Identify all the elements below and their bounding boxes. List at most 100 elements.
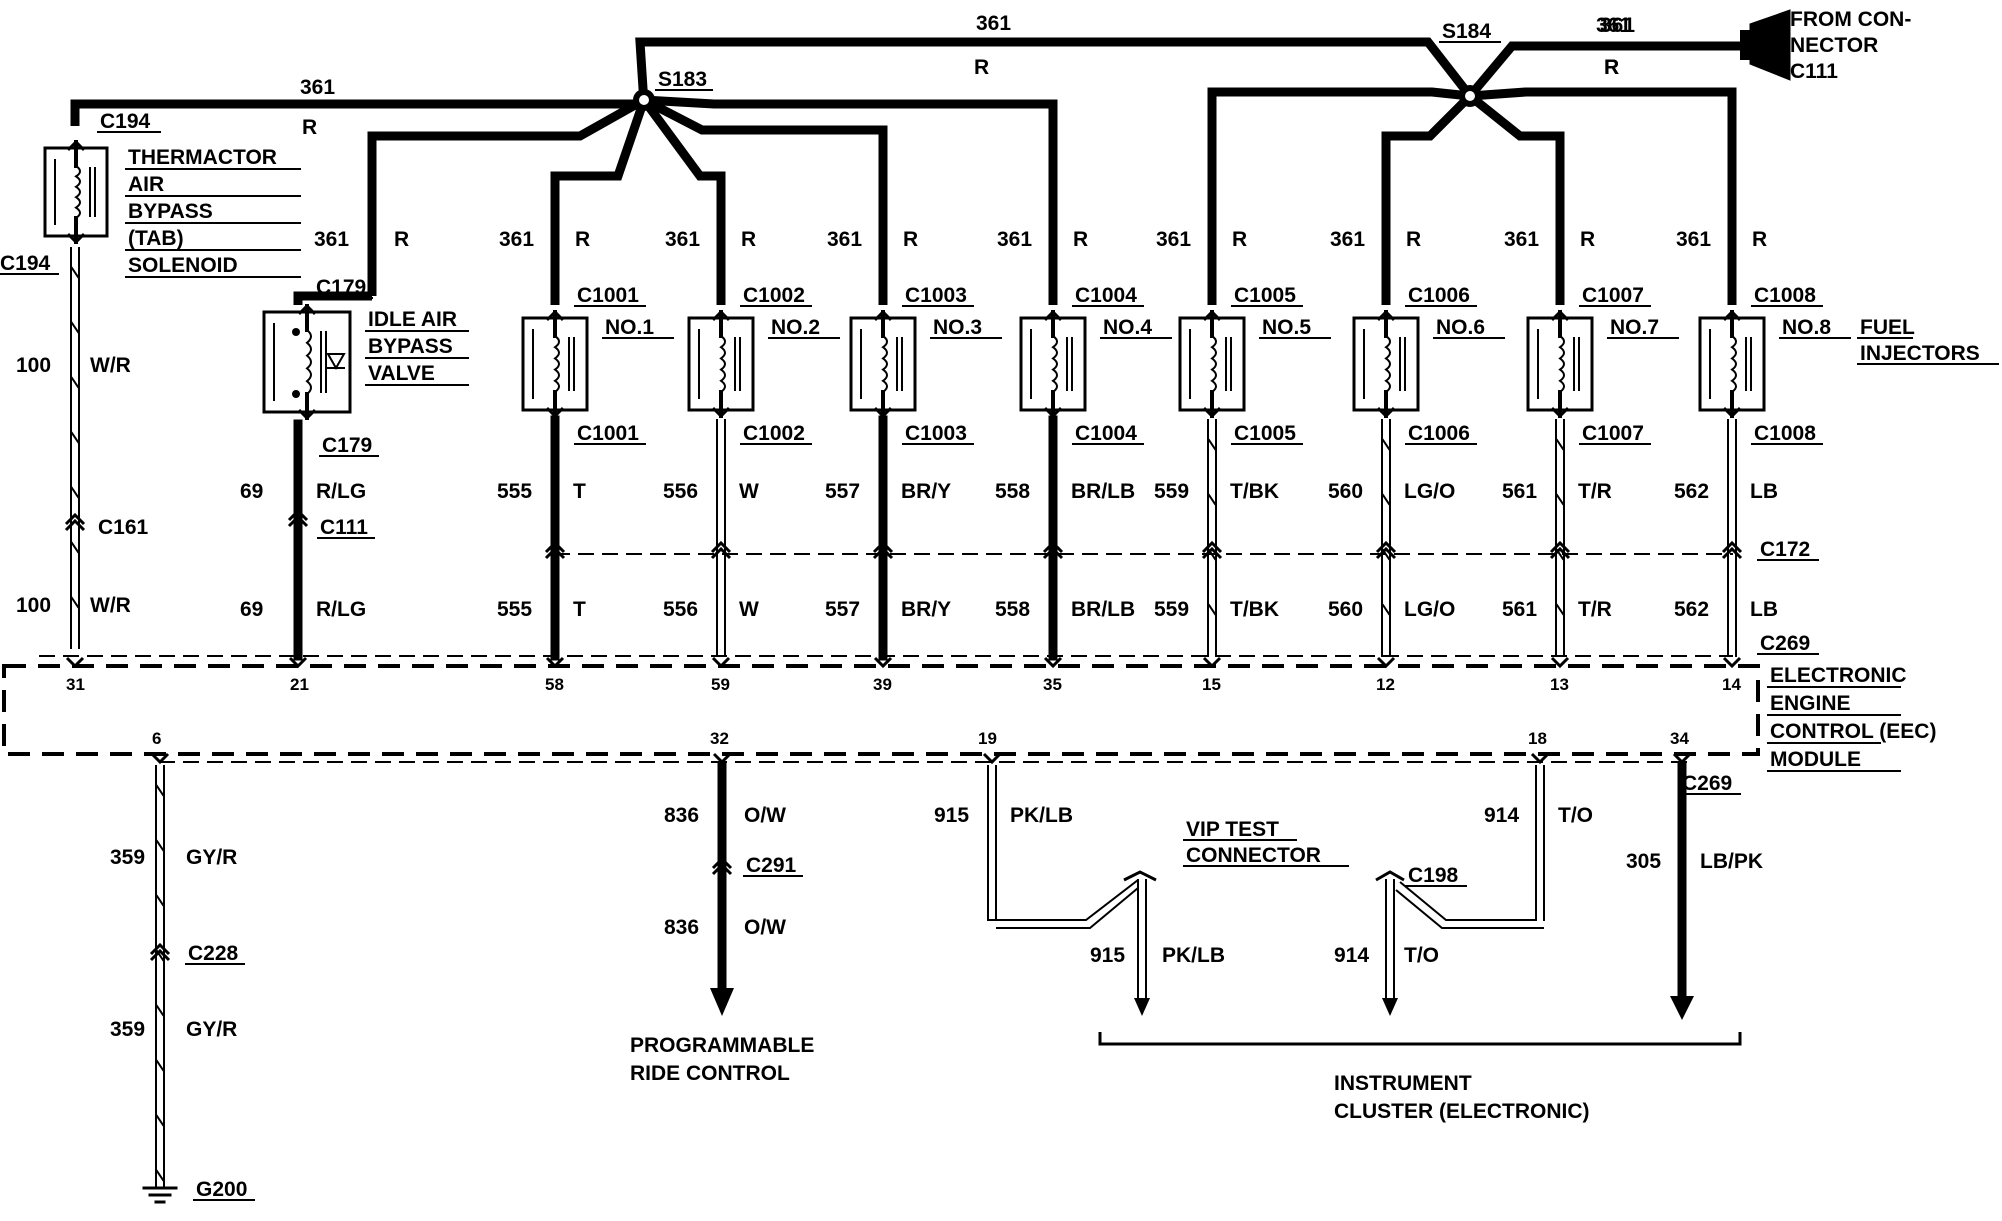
injector-5-box-arrow: [1202, 309, 1222, 322]
injector-circuit: 562: [1674, 480, 1709, 503]
injector-3-box-arrow: [873, 309, 893, 322]
injector-8-box-arrow: [1722, 309, 1742, 322]
vip-connector-pin: [1375, 870, 1405, 882]
connector-c172-pin: [1042, 540, 1064, 554]
connector-c172-pin: [544, 540, 566, 554]
connector-c228-label: C228: [188, 942, 239, 965]
injector-5-signal-wire-stripe: [1207, 438, 1217, 451]
injector-top-connector: C1008: [1754, 284, 1816, 307]
vip-test-connector-label: VIP TEST: [1186, 818, 1279, 841]
injector-6-box-arrow: [1376, 309, 1396, 322]
injector-color-b: T: [573, 598, 586, 621]
tab-signal-wire-stripe: [70, 486, 80, 499]
vip-out-right-color: T/O: [1404, 944, 1439, 967]
ground-branch-wire-stripe: [155, 1169, 165, 1182]
source-label: FROM CON-: [1790, 8, 1911, 31]
tab-color: W/R: [90, 354, 131, 377]
instrument-cluster-bracket: [1098, 1032, 1742, 1046]
eec-pin-label: 32: [710, 729, 729, 748]
ground-color-b: GY/R: [186, 1018, 237, 1041]
injector-4-box-arrow: [1043, 309, 1063, 322]
connector-c172-pin: [1201, 540, 1223, 554]
eec-pin-label: 13: [1550, 675, 1569, 694]
vip-915-wire-run: [988, 879, 1139, 921]
ride-control-arrow: [710, 988, 734, 1016]
injector-6-box-arrow: [1376, 406, 1396, 419]
ride-circuit-b: 836: [664, 916, 699, 939]
feed-wire-inj8: [1469, 87, 1737, 305]
vip-914-wire-run: [1399, 881, 1536, 921]
connector-c228: [149, 948, 171, 962]
injector-circuit: 557: [825, 480, 860, 503]
feed-wire-inj6: [1381, 92, 1474, 305]
injector-feed-color: R: [1580, 228, 1595, 251]
ground-branch-wire-stripe: [155, 894, 165, 907]
tab-signal-wire-stripe: [70, 321, 80, 334]
splice-s183-center: [639, 95, 649, 105]
iac-feed-color: R: [394, 228, 409, 251]
connector-c228: [149, 942, 171, 956]
injector-7-box-arrow: [1550, 406, 1570, 419]
source-circuit: 361: [1600, 14, 1635, 37]
injector-circuit: 558: [995, 480, 1030, 503]
eec-module-outline: [2, 664, 1760, 756]
injector-feed-color: R: [1406, 228, 1421, 251]
vip-out-right-circuit: 914: [1334, 944, 1369, 967]
vip-915-arrow: [1134, 998, 1150, 1016]
injector-bottom-connector: C1006: [1408, 422, 1470, 445]
injector-circuit-b: 558: [995, 598, 1030, 621]
injector-feed-color: R: [1232, 228, 1247, 251]
injector-number-label: NO.4: [1103, 316, 1152, 339]
feed-wire-source: [1466, 41, 1750, 99]
connector-c172-pin: [1375, 546, 1397, 560]
injector-feed-circuit: 361: [499, 228, 534, 251]
eec-pin-tick: [1043, 656, 1063, 669]
eec-pin-tick: [711, 656, 731, 669]
injector-3-box-arrow: [873, 406, 893, 419]
connector-c161: [64, 512, 86, 526]
injector-color: LB: [1750, 480, 1778, 503]
vip-out-left-circuit: 915: [1090, 944, 1125, 967]
tab-signal-wire-stripe: [70, 376, 80, 389]
eec-pin-label: 39: [873, 675, 892, 694]
feed-wire-bus: [635, 37, 1474, 105]
cluster-color: LB/PK: [1700, 850, 1763, 873]
vip-left-circuit: 915: [934, 804, 969, 827]
connector-c172-pin: [710, 540, 732, 554]
injector-4-box-coil: [1051, 335, 1058, 393]
feed-wire-iac-drop: [293, 291, 372, 305]
injector-2-box-arrow: [711, 309, 731, 322]
fuel-injectors-label: FUEL: [1860, 316, 1915, 339]
ground-branch-wire-stripe: [155, 1004, 165, 1017]
eec-module-label: MODULE: [1770, 748, 1861, 771]
eec-module-label: ELECTRONIC: [1770, 664, 1907, 687]
ride-color-b: O/W: [744, 916, 786, 939]
connector-c172-pin: [1549, 546, 1571, 560]
connector-c111-label: C111: [320, 516, 368, 539]
ride-control-label: RIDE CONTROL: [630, 1062, 790, 1085]
injector-3-box-coil: [881, 335, 888, 393]
vip-test-connector-label: CONNECTOR: [1186, 844, 1321, 867]
eec-pin-tick: [982, 752, 1002, 765]
ride-control-label: PROGRAMMABLE: [630, 1034, 814, 1057]
iac-label: BYPASS: [368, 335, 453, 358]
eec-pin-tick: [1550, 656, 1570, 669]
splice-s184-center: [1465, 91, 1475, 101]
eec-pin-tick: [1376, 656, 1396, 669]
feed-wire-inj1: [550, 98, 649, 305]
injector-8-box-coil: [1730, 335, 1737, 393]
idle-air-bypass-valve-box-diode: [326, 353, 346, 371]
feed-color-label: R: [1604, 56, 1619, 79]
connector-c172-pin: [1721, 540, 1743, 554]
eec-pin-label: 58: [545, 675, 564, 694]
injector-7-box-arrow: [1550, 309, 1570, 322]
source-connector-body: [1740, 30, 1782, 60]
iac-label: VALVE: [368, 362, 435, 385]
injector-bottom-connector: C1007: [1582, 422, 1644, 445]
injector-feed-color: R: [1752, 228, 1767, 251]
eec-module-label: ENGINE: [1770, 692, 1851, 715]
injector-color: T/R: [1578, 480, 1612, 503]
cluster-305-arrow: [1670, 996, 1694, 1020]
source-label: NECTOR: [1790, 34, 1878, 57]
feed-wire-inj4: [643, 95, 1058, 305]
